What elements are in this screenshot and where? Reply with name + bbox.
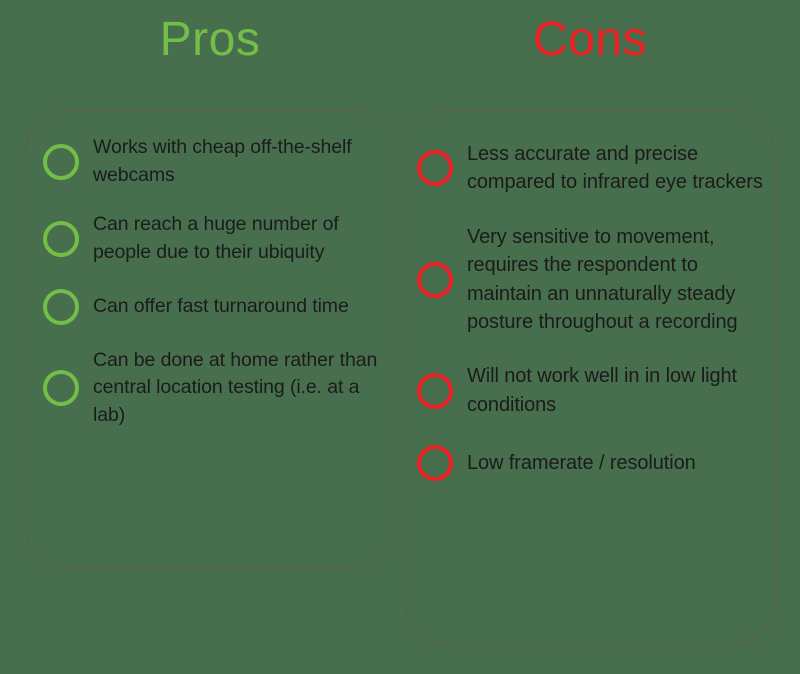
list-item-label: Low framerate / resolution: [467, 451, 696, 474]
circle-outline-green-icon: [43, 221, 79, 258]
list-item: Can be done at home rather than central …: [43, 347, 381, 430]
circle-outline-green-icon: [43, 143, 79, 180]
circle-outline-green-icon: [43, 370, 79, 407]
circle-outline-red-icon: [417, 261, 453, 298]
circle-outline-green-icon: [43, 288, 79, 325]
pros-card: [25, 110, 395, 570]
cons-column-title: Cons: [532, 13, 648, 66]
list-item-label: Very sensitive to movement, requires the…: [467, 225, 738, 333]
list-item: Can reach a huge number of people due to…: [43, 211, 381, 266]
list-item: Can offer fast turnaround time: [43, 288, 381, 325]
pros-column-title: Pros: [159, 13, 261, 66]
list-item-label: Can reach a huge number of people due to…: [93, 213, 339, 264]
list-item-label: Works with cheap off-the-shelf webcams: [93, 136, 352, 186]
list-item-label: Can offer fast turnaround time: [93, 294, 349, 317]
cons-card: [405, 110, 775, 645]
list-item-label: Will not work well in in low light condi…: [467, 365, 738, 416]
list-item: Very sensitive to movement, requires the…: [417, 223, 765, 337]
circle-outline-red-icon: [417, 445, 453, 482]
list-item: Will not work well in in low light condi…: [417, 362, 765, 419]
list-item: Low framerate / resolution: [417, 445, 765, 482]
pros-list: Works with cheap off-the-shelf webcams C…: [25, 110, 395, 570]
list-item: Works with cheap off-the-shelf webcams: [43, 134, 381, 189]
list-item: Less accurate and precise compared to in…: [417, 140, 765, 197]
list-item-label: Less accurate and precise compared to in…: [467, 143, 763, 194]
circle-outline-red-icon: [417, 150, 453, 187]
circle-outline-red-icon: [417, 372, 453, 409]
cons-list: Less accurate and precise compared to in…: [405, 110, 775, 645]
list-item-label: Can be done at home rather than central …: [93, 348, 378, 427]
